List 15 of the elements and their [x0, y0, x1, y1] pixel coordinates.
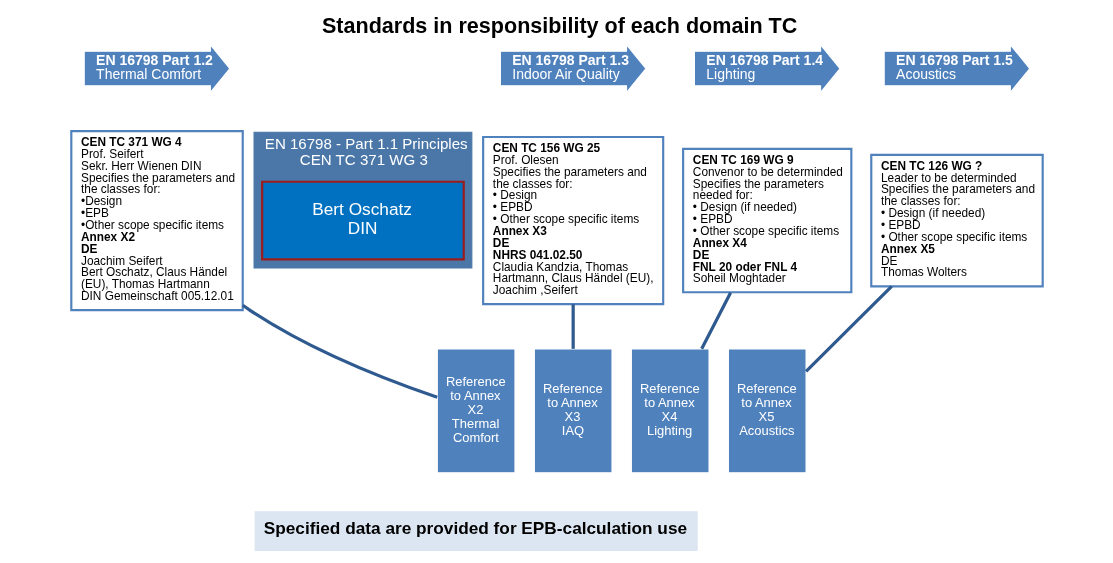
node-box: Bert Oschatz DIN: [260, 180, 465, 261]
connector: [571, 304, 575, 349]
node-box: Reference to Annex X2 Thermal Comfort: [436, 348, 515, 474]
node-box: CEN TC 169 WG 9 Convenor to be determinded Specifies the parameters needed for: • Design (if needed) • EPBD • Other scope specific items Annex X4 DE FNL 20 oder FNL 4 Soheil Moghtader: [681, 147, 852, 294]
connector: [804, 285, 893, 373]
node-box: Reference to Annex X5 Acoustics: [727, 348, 807, 474]
node-box: CEN TC 126 WG ? Leader to be determinded Specifies the parameters and the classes for: • Design (if needed) • EPBD • Other scope specific items Annex X5 DE Thomas Wolters: [869, 153, 1044, 288]
connector: [241, 303, 438, 399]
node-box: CEN TC 371 WG 4 Prof. Seifert Sekr. Herr Wienen DIN Specifies the parameters and the classes for: •Design •EPB •Other scope specific items Annex X2 DE Joachim Seifert Bert Oschatz, Claus Händel (EU), Thomas Hartmann DIN Gemeinschaft 005.12.01: [69, 130, 244, 312]
node-box: Specified data are provided for EPB-calculation use: [254, 511, 698, 552]
node-box: CEN TC 156 WG 25 Prof. Olesen Specifies the parameters and the classes for: • Design • EPBD • Other scope specific items Annex X3 DE NHRS 041.02.50 Claudia Kandzia, Thomas Hartmann, Claus Händel (EU), Joachim ,Seifert: [481, 135, 664, 306]
node-box: Reference to Annex X4 Lighting: [630, 348, 710, 474]
node-box: Reference to Annex X3 IAQ: [533, 348, 612, 474]
diagram-title: Standards in responsibility of each domain TC: [321, 13, 797, 38]
connector: [699, 292, 732, 350]
